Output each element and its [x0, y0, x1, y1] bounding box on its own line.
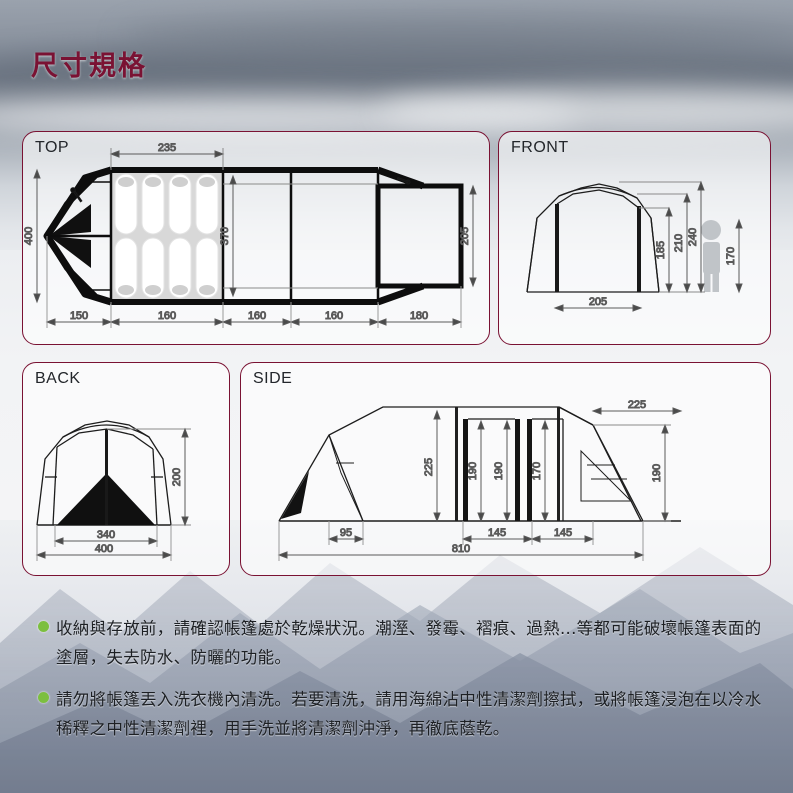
dim-side-225: 225 — [423, 458, 435, 476]
list-item: 請勿將帳篷丟入洗衣機內清洗。若要清洗，請用海綿沾中性清潔劑擦拭，或將帳篷浸泡在以… — [38, 685, 778, 743]
dim-side-170: 170 — [531, 462, 543, 480]
dim-side-190c: 190 — [651, 464, 663, 482]
note-text: 請勿將帳篷丟入洗衣機內清洗。若要清洗，請用海綿沾中性清潔劑擦拭，或將帳篷浸泡在以… — [56, 690, 762, 738]
front-view-drawing: 185 210 240 170 205 — [526, 180, 743, 312]
dim-top-160b: 160 — [248, 310, 266, 322]
panel-top-label: TOP — [35, 139, 70, 156]
panel-top-view: TOP — [22, 131, 490, 345]
dim-top-160c: 160 — [325, 310, 343, 322]
dim-front-210: 210 — [673, 234, 685, 252]
dim-side-190a: 190 — [467, 462, 479, 480]
page-title: 尺寸規格 — [31, 51, 147, 82]
care-instructions-list: 收納與存放前，請確認帳篷處於乾燥狀況。潮溼、發霉、褶痕、過熱...等都可能破壞帳… — [38, 614, 778, 756]
dim-top-180: 180 — [410, 310, 428, 322]
side-view-drawing: 225 190 190 170 190 225 — [277, 399, 683, 561]
note-text: 收納與存放前，請確認帳篷處於乾燥狀況。潮溼、發霉、褶痕、過熱...等都可能破壞帳… — [56, 619, 762, 667]
bullet-icon — [38, 621, 49, 632]
dim-front-205: 205 — [589, 296, 607, 308]
dim-side-190b: 190 — [493, 462, 505, 480]
dim-back-400: 400 — [95, 543, 113, 555]
dim-top-205: 205 — [459, 227, 471, 245]
dim-top-150: 150 — [70, 310, 88, 322]
panel-side-view: SIDE — [240, 362, 771, 576]
panel-front-view: FRONT — [498, 131, 771, 345]
top-view-drawing: 235 400 370 205 150 160 160 — [23, 142, 477, 328]
panel-front-label: FRONT — [511, 139, 569, 156]
bullet-icon — [38, 692, 49, 703]
panel-back-label: BACK — [35, 370, 81, 387]
dim-side-95: 95 — [340, 527, 352, 539]
dim-front-185: 185 — [655, 241, 667, 259]
panel-back-view: BACK 200 — [22, 362, 230, 576]
back-view-drawing: 200 340 400 — [35, 420, 191, 561]
dim-top-235: 235 — [158, 142, 176, 154]
dim-side-145a: 145 — [488, 527, 506, 539]
dim-side-810: 810 — [452, 543, 470, 555]
dim-front-240: 240 — [687, 228, 699, 246]
list-item: 收納與存放前，請確認帳篷處於乾燥狀況。潮溼、發霉、褶痕、過熱...等都可能破壞帳… — [38, 614, 778, 672]
dim-top-370: 370 — [219, 227, 231, 245]
cloud-band-2 — [120, 14, 793, 60]
dim-side-145b: 145 — [554, 527, 572, 539]
dim-back-340: 340 — [97, 529, 115, 541]
panel-side-label: SIDE — [253, 370, 293, 387]
person-silhouette — [701, 220, 721, 292]
mountain-range — [0, 547, 793, 793]
dim-side-225w: 225 — [628, 399, 646, 411]
dim-top-400: 400 — [23, 227, 35, 245]
dim-back-200: 200 — [171, 468, 183, 486]
dim-front-170: 170 — [725, 247, 737, 265]
dim-top-160a: 160 — [158, 310, 176, 322]
cloud-band-4 — [380, 88, 793, 132]
